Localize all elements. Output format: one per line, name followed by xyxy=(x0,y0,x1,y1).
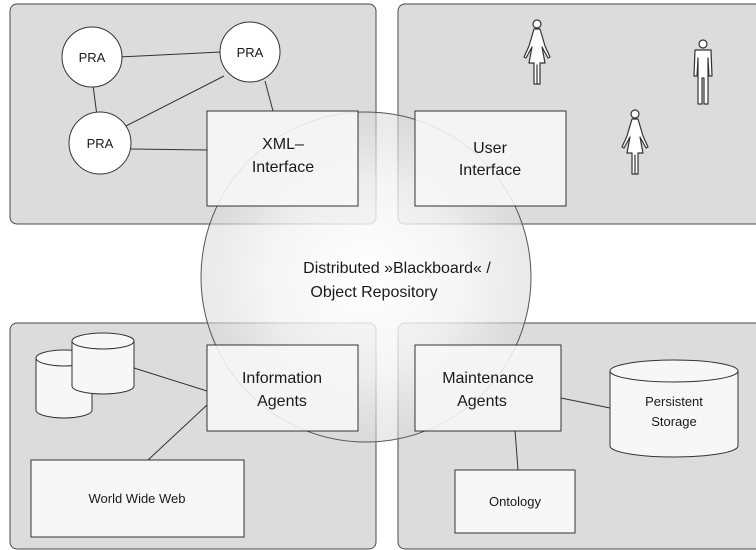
pra-node: PRA xyxy=(68,111,132,175)
info-label-line2: Agents xyxy=(257,393,307,410)
blackboard-label-line2: Object Repository xyxy=(310,284,437,301)
person-female-icon xyxy=(523,19,551,85)
pra-label: PRA xyxy=(237,45,264,60)
info-label-line1: Information xyxy=(242,370,322,387)
pra-node: PRA xyxy=(219,21,281,83)
pra-link xyxy=(117,51,222,58)
www-label: World Wide Web xyxy=(88,491,185,506)
person-female-icon xyxy=(621,109,649,175)
information-agents-box: Information Agents xyxy=(206,344,359,432)
database-icon xyxy=(71,332,135,395)
ontology-label: Ontology xyxy=(489,494,542,509)
xml-label-line1: XML– xyxy=(262,136,304,153)
ontology-box: Ontology xyxy=(454,469,576,534)
pra-label: PRA xyxy=(79,50,106,65)
pra-node: PRA xyxy=(61,26,123,88)
blackboard-label-line1: Distributed »Blackboard« / xyxy=(303,260,491,277)
storage-label-line1: Persistent xyxy=(645,394,703,409)
maintenance-agents-box: Maintenance Agents xyxy=(414,344,562,432)
pra-link xyxy=(264,80,274,112)
xml-interface-box: XML– Interface xyxy=(206,110,359,207)
maint-storage-link xyxy=(560,397,611,409)
maint-ontology-link xyxy=(514,429,519,471)
db-info-link xyxy=(133,367,208,392)
maint-label-line1: Maintenance xyxy=(442,370,534,387)
xml-label-line2: Interface xyxy=(252,159,314,176)
persistent-storage-icon: Persistent Storage xyxy=(609,359,739,458)
storage-label-line2: Storage xyxy=(651,414,697,429)
ui-label-line1: User xyxy=(473,140,507,157)
pra-link xyxy=(92,84,98,117)
www-box: World Wide Web xyxy=(30,459,245,538)
user-interface-box: User Interface xyxy=(414,110,567,207)
person-male-icon xyxy=(693,39,713,105)
maint-label-line2: Agents xyxy=(457,393,507,410)
pra-label: PRA xyxy=(87,136,114,151)
pra-link xyxy=(130,148,208,151)
user-group xyxy=(523,19,713,175)
pra-link xyxy=(123,75,225,128)
pra-network: PRA PRA PRA xyxy=(61,21,281,175)
ui-label-line2: Interface xyxy=(459,162,521,179)
www-info-link xyxy=(147,404,208,461)
